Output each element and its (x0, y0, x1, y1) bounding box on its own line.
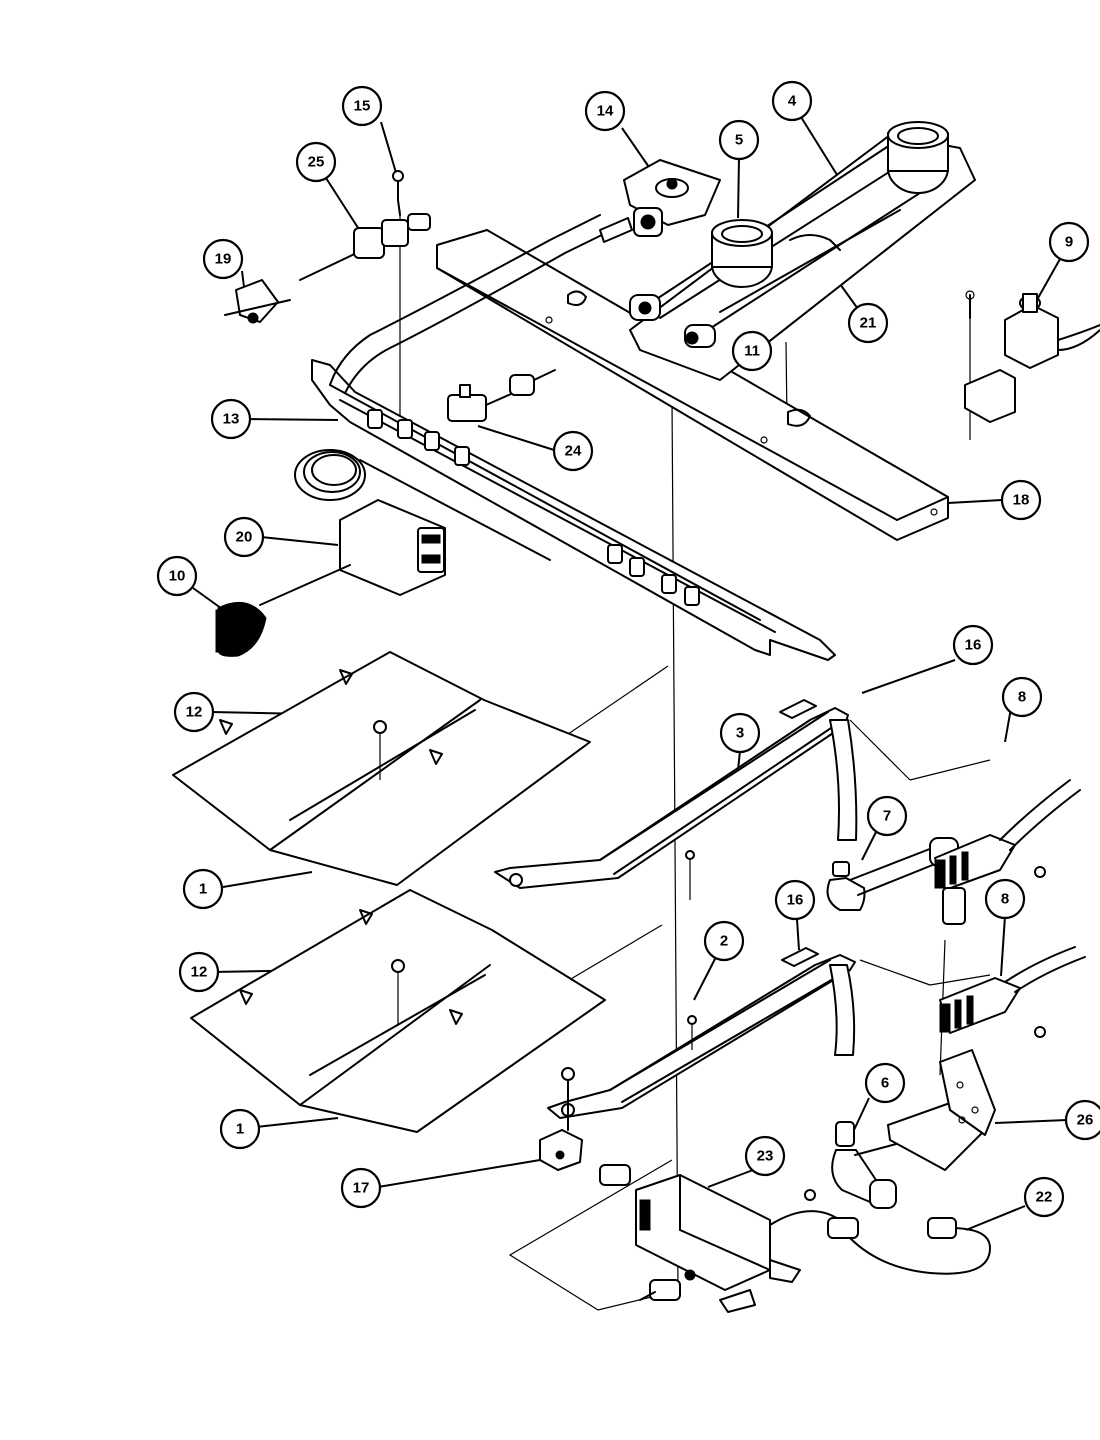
callout-7: 7 (866, 795, 908, 837)
callout-4: 4 (771, 80, 813, 122)
callout-label: 18 (1013, 492, 1030, 509)
callout-6: 6 (864, 1062, 906, 1104)
callout-26: 26 (1064, 1099, 1100, 1141)
callout-18: 18 (1000, 479, 1042, 521)
callout-label: 6 (881, 1075, 889, 1092)
callout-1b: 1 (219, 1108, 261, 1150)
callout-label: 2 (720, 933, 728, 950)
callout-label: 12 (191, 964, 208, 981)
callout-19: 19 (202, 238, 244, 280)
callout-11: 11 (731, 330, 773, 372)
callout-label: 15 (354, 98, 371, 115)
thermostat (259, 449, 551, 606)
top-burner-igniter (964, 290, 1100, 423)
callout-label: 8 (1018, 689, 1026, 706)
mounting-bracket (887, 1049, 996, 1171)
callout-8a: 8 (1001, 676, 1043, 718)
control-knob (215, 601, 267, 657)
callout-25: 25 (295, 141, 337, 183)
manifold-support-bracket (436, 229, 949, 541)
callout-label: 10 (169, 568, 186, 585)
callout-label: 11 (744, 343, 760, 360)
orifice-holder (539, 1067, 583, 1171)
callout-12a: 12 (173, 691, 215, 733)
burner-tray-lower (190, 889, 606, 1133)
callout-label: 16 (965, 637, 982, 654)
callout-5: 5 (718, 119, 760, 161)
valve-ports (367, 409, 700, 606)
callout-15: 15 (341, 85, 383, 127)
callout-label: 7 (883, 808, 891, 825)
callout-label: 13 (223, 411, 240, 428)
callout-2: 2 (703, 920, 745, 962)
pressure-regulator (623, 159, 721, 237)
burner-tray-upper (172, 651, 591, 886)
callout-label: 16 (787, 892, 804, 909)
callout-label: 25 (308, 154, 325, 171)
callout-23: 23 (744, 1135, 786, 1177)
callout-label: 26 (1077, 1112, 1094, 1129)
upper-burner-assembly (494, 699, 858, 900)
burner-valve (447, 369, 556, 422)
callout-14: 14 (584, 90, 626, 132)
callout-12b: 12 (178, 951, 220, 993)
valve-assembly-top-left (224, 170, 431, 324)
callout-label: 4 (788, 93, 797, 110)
gas-line-tube (769, 1210, 991, 1275)
callout-label: 9 (1065, 234, 1073, 251)
manifold-pipe (311, 214, 836, 661)
callout-16b: 16 (774, 879, 816, 921)
callout-10: 10 (156, 555, 198, 597)
top-burner-assembly (629, 121, 976, 381)
callout-24: 24 (552, 430, 594, 472)
callout-20: 20 (223, 516, 265, 558)
safety-valve (599, 1164, 801, 1313)
callout-label: 1 (236, 1121, 244, 1138)
callout-16a: 16 (952, 624, 994, 666)
callout-label: 14 (597, 103, 614, 120)
callout-8b: 8 (984, 878, 1026, 920)
callout-label: 20 (236, 529, 253, 546)
callout-label: 24 (565, 443, 582, 460)
callout-label: 12 (186, 704, 203, 721)
callout-3: 3 (719, 712, 761, 754)
callout-label: 3 (736, 725, 744, 742)
callout-label: 8 (1001, 891, 1009, 908)
callout-1a: 1 (182, 868, 224, 910)
callout-22: 22 (1023, 1176, 1065, 1218)
callout-21: 21 (847, 302, 889, 344)
callout-label: 5 (735, 132, 743, 149)
igniter-upper (934, 779, 1081, 891)
callout-label: 21 (860, 315, 877, 332)
callout-label: 23 (757, 1148, 774, 1165)
igniter-lower (939, 946, 1086, 1038)
callouts: 1 1 2 3 4 5 6 7 (156, 80, 1100, 1218)
orifice-elbow-lower (804, 1121, 931, 1209)
callout-13: 13 (210, 398, 252, 440)
callout-label: 22 (1036, 1189, 1053, 1206)
callout-9: 9 (1048, 221, 1090, 263)
callout-17: 17 (340, 1167, 382, 1209)
lower-burner-assembly (547, 887, 966, 1119)
callout-label: 19 (215, 251, 232, 268)
callout-label: 1 (199, 881, 207, 898)
callout-label: 17 (353, 1180, 370, 1197)
